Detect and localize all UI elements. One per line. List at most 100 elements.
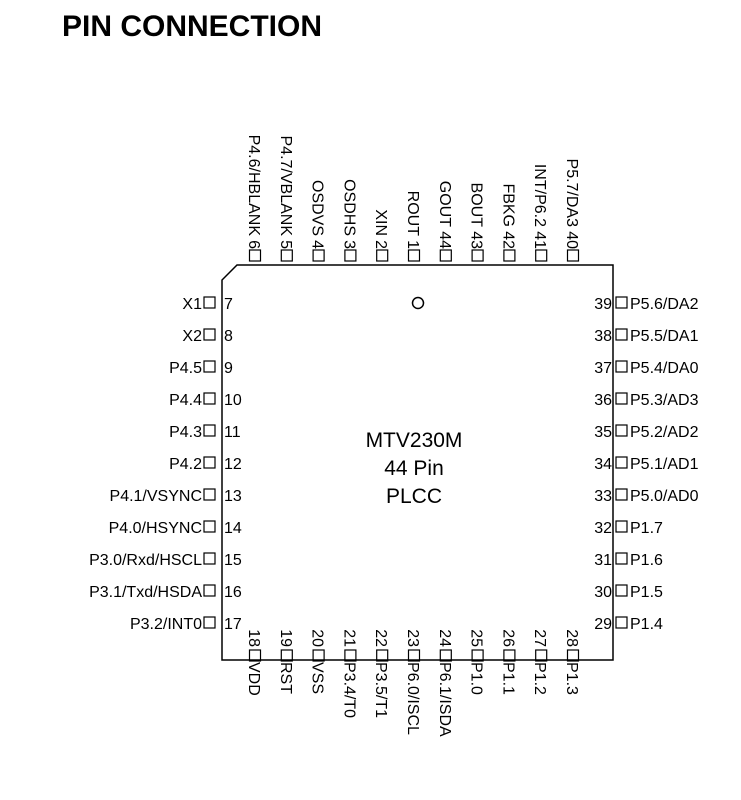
- pin-number-18: 18: [245, 629, 262, 647]
- pin-name-34: P5.1/AD1: [630, 456, 699, 473]
- pin-name-42: FBKG: [499, 183, 516, 227]
- pin-number-42: 42: [499, 231, 516, 249]
- pin-name-18: VDD: [245, 662, 262, 696]
- pin-number-26: 26: [499, 629, 516, 647]
- pin-pad-30: [615, 584, 628, 597]
- chip-pin-count: 44 Pin: [384, 457, 444, 480]
- chip-package: PLCC: [386, 485, 442, 508]
- pin-pad-10: [203, 392, 216, 405]
- pin-name-9: P4.5: [169, 360, 202, 377]
- pin-name-15: P3.0/Rxd/HSCL: [89, 552, 202, 569]
- pin-name-23: P6.0/ISCL: [404, 662, 421, 735]
- pin-pad-1: [407, 249, 421, 262]
- pin-name-16: P3.1/Txd/HSDA: [89, 584, 202, 601]
- pin-name-1: ROUT: [404, 191, 421, 237]
- pin-name-8: X2: [182, 328, 202, 345]
- pin-name-4: OSDVS: [309, 180, 326, 236]
- pin-number-14: 14: [224, 520, 242, 537]
- pin-name-5: P4.7/VBLANK: [277, 136, 294, 237]
- pin-pad-12: [203, 456, 216, 469]
- pin-pad-38: [615, 328, 628, 341]
- pin-pad-25: [471, 649, 484, 662]
- pin-pad-20: [312, 649, 325, 662]
- pin-number-34: 34: [594, 456, 612, 473]
- pin-name-36: P5.3/AD3: [630, 392, 699, 409]
- pin-name-35: P5.2/AD2: [630, 424, 699, 441]
- pin-number-24: 24: [436, 629, 453, 647]
- pin-name-12: P4.2: [169, 456, 202, 473]
- pin-number-22: 22: [372, 629, 389, 647]
- pin-pad-17: [203, 616, 216, 629]
- pin-number-43: 43: [468, 231, 485, 249]
- pin-pad-19: [280, 649, 293, 662]
- pin-number-12: 12: [224, 456, 242, 473]
- pin-number-44: 44: [436, 231, 453, 249]
- pin-number-13: 13: [224, 488, 242, 505]
- pin-pad-13: [203, 488, 216, 501]
- pin-name-28: P1.3: [563, 662, 580, 695]
- pin-name-11: P4.3: [169, 424, 202, 441]
- pin-number-6: 6: [245, 240, 262, 249]
- pin-pad-40: [566, 249, 580, 262]
- pin-name-26: P1.1: [499, 662, 516, 695]
- pin-name-43: BOUT: [468, 183, 485, 228]
- pin-name-17: P3.2/INT0: [130, 616, 202, 633]
- pin-name-39: P5.6/DA2: [630, 296, 699, 313]
- pin-pad-5: [280, 249, 293, 262]
- pin-pad-44: [439, 249, 452, 262]
- pin-number-10: 10: [224, 392, 242, 409]
- pin-pad-8: [203, 328, 216, 341]
- pin-pad-15: [203, 552, 216, 565]
- pin-name-27: P1.2: [531, 662, 548, 695]
- pin-pad-4: [312, 249, 325, 262]
- pin-pad-24: [439, 649, 452, 662]
- pin-pad-41: [535, 249, 548, 262]
- pin-number-36: 36: [594, 392, 612, 409]
- pin-number-32: 32: [594, 520, 612, 537]
- pin-pad-35: [615, 424, 628, 437]
- pin-pad-2: [376, 249, 389, 262]
- pin-pad-14: [203, 520, 216, 533]
- pin-number-3: 3: [340, 240, 357, 249]
- pin-pad-22: [376, 649, 389, 662]
- pin-number-35: 35: [594, 424, 612, 441]
- pin-name-13: P4.1/VSYNC: [110, 488, 202, 505]
- pin-number-41: 41: [531, 231, 548, 249]
- pin-pad-33: [615, 488, 628, 501]
- pin-number-4: 4: [309, 240, 326, 249]
- pin-number-7: 7: [224, 296, 233, 313]
- pin-number-16: 16: [224, 584, 242, 601]
- pin-pad-11: [203, 424, 216, 437]
- pin-number-2: 2: [372, 240, 389, 249]
- pin-number-33: 33: [594, 488, 612, 505]
- pin-name-24: P6.1/ISDA: [436, 662, 453, 737]
- pin-pad-34: [615, 456, 628, 469]
- pin-pad-23: [407, 649, 421, 662]
- pin-name-32: P1.7: [630, 520, 663, 537]
- pin-number-31: 31: [594, 552, 612, 569]
- pin-number-23: 23: [404, 629, 421, 647]
- pin-pad-42: [503, 249, 516, 262]
- pin-name-7: X1: [182, 296, 202, 313]
- pin-name-10: P4.4: [169, 392, 202, 409]
- pin-number-27: 27: [531, 629, 548, 647]
- pin-name-14: P4.0/HSYNC: [109, 520, 202, 537]
- pin-pad-31: [615, 552, 628, 565]
- pin-pad-32: [615, 520, 628, 533]
- pin-pad-16: [203, 584, 216, 597]
- pin-number-20: 20: [309, 629, 326, 647]
- pin-pad-9: [203, 360, 216, 373]
- pin-number-29: 29: [594, 616, 612, 633]
- pin-name-22: P3.5/T1: [372, 662, 389, 718]
- pin-name-44: GOUT: [436, 181, 453, 227]
- pin-name-37: P5.4/DA0: [630, 360, 699, 377]
- pin-pad-7: [203, 296, 216, 309]
- pin-name-30: P1.5: [630, 584, 663, 601]
- pin-pad-29: [615, 616, 628, 629]
- pin-number-21: 21: [340, 629, 357, 647]
- pin-pad-18: [248, 649, 262, 662]
- pin-name-19: RST: [277, 662, 294, 694]
- pin-name-20: VSS: [309, 662, 326, 694]
